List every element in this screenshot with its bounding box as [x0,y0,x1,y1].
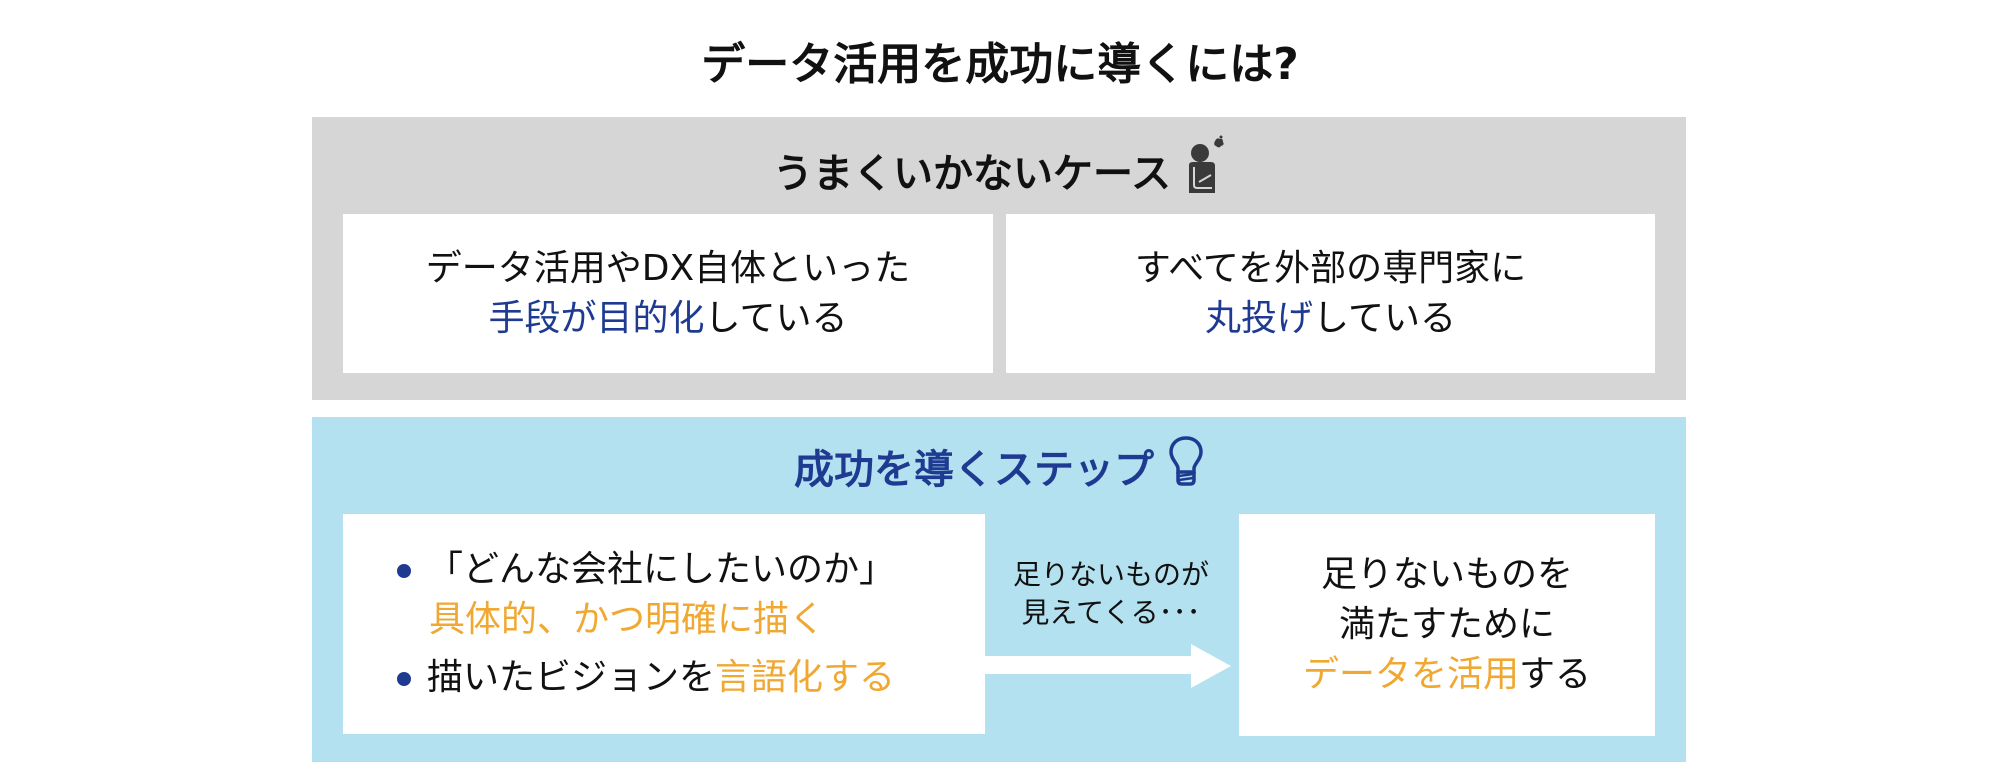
arrow-label: 足りないものが 見えてくる･･･ [995,556,1227,632]
step-bullet: 「どんな会社にしたいのか」 具体的、かつ明確に描く [397,545,896,645]
step-text: 「どんな会社にしたいのか」 [427,549,896,590]
failure-cases-header: うまくいかないケース [312,135,1686,205]
step-highlight: 具体的、かつ明確に描く [429,599,826,640]
failure-cases-panel: うまくいかないケース データ活用やDX自体といった 手段が目的化している すべて… [312,117,1686,400]
step-bullet: 描いたビジョンを言語化する [397,653,895,703]
step-text: 描いたビジョンを [427,657,716,698]
bullet-dot [397,672,411,686]
failure-case-text: すべてを外部の専門家に [1134,247,1527,289]
failure-case-card: データ活用やDX自体といった 手段が目的化している [343,214,993,373]
right-arrow-icon [983,644,1231,688]
result-highlight: データを活用 [1302,654,1519,695]
step-highlight: 言語化する [715,657,896,698]
result-rest: する [1519,654,1592,695]
result-text-line3: データを活用する [1303,650,1591,700]
failure-case-highlight: 丸投げ [1205,297,1314,339]
failure-case-text-line2: 手段が目的化している [489,294,848,344]
failure-case-text: データ活用やDX自体といった [425,247,911,289]
failure-case-text-line2: 丸投げしている [1205,294,1456,344]
arrow-label-line1: 足りないものが [1012,558,1209,591]
diagram-title: データ活用を成功に導くには? [701,39,1299,90]
failure-case-rest: している [704,297,848,339]
success-steps-title: 成功を導くステップ [794,447,1154,493]
failure-cases-title: うまくいかないケース [773,151,1171,197]
result-text-line2: 満たすために [1338,604,1555,645]
success-steps-panel: 成功を導くステップ 「どんな会社にしたいのか」 具体的、かつ明確に描く 描いたビ… [312,417,1686,762]
lightbulb-icon [1168,435,1204,497]
vision-steps-card: 「どんな会社にしたいのか」 具体的、かつ明確に描く 描いたビジョンを言語化する [343,514,985,734]
failure-case-rest: している [1313,297,1456,339]
failure-case-highlight: 手段が目的化 [488,297,705,339]
bullet-dot [397,564,411,578]
arrow-label-line2: 見えてくる･･･ [1021,596,1201,629]
result-text-line1: 足りないものを [1320,554,1573,595]
troubled-person-icon [1185,135,1225,205]
step-text-line: 描いたビジョンを言語化する [427,653,895,703]
success-steps-header: 成功を導くステップ [312,431,1686,501]
result-card: 足りないものを 満たすために データを活用する [1239,514,1655,736]
failure-case-card: すべてを外部の専門家に 丸投げしている [1006,214,1655,373]
